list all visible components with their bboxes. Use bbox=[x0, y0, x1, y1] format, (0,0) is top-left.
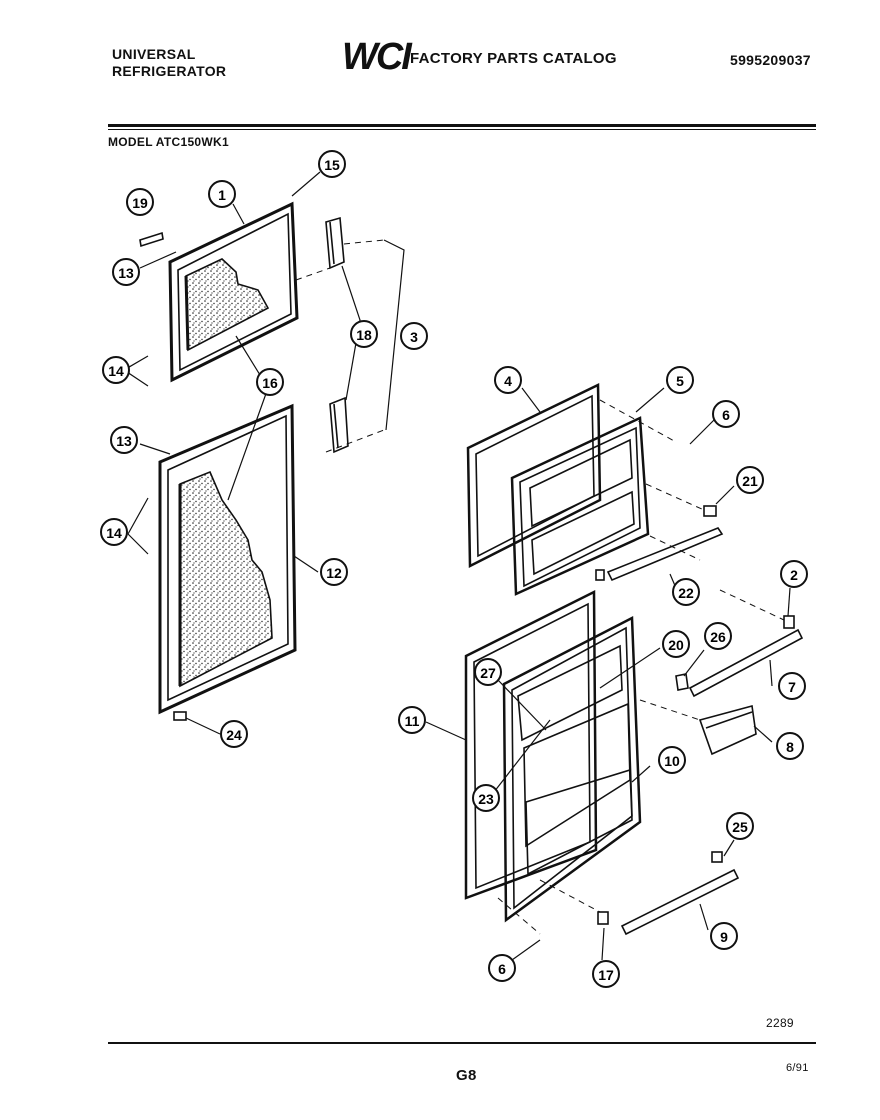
callout-circle-13 bbox=[110, 426, 138, 454]
callout-circle-23 bbox=[472, 784, 500, 812]
callout-label-27: 27 bbox=[480, 665, 496, 681]
callout-label-9: 9 bbox=[720, 929, 728, 945]
callout-label-12: 12 bbox=[326, 565, 342, 581]
catalog-date: 6/91 bbox=[786, 1062, 809, 1074]
callout-label-16: 16 bbox=[262, 375, 278, 391]
callout-label-14: 14 bbox=[106, 525, 122, 541]
callout-label-15: 15 bbox=[324, 157, 340, 173]
callout-label-17: 17 bbox=[598, 967, 614, 983]
callout-circle-8 bbox=[776, 732, 804, 760]
callout-circle-14 bbox=[100, 518, 128, 546]
part-18-lower-hinge bbox=[329, 396, 349, 454]
callout-circle-10 bbox=[658, 746, 686, 774]
callout-label-13: 13 bbox=[118, 265, 134, 281]
callout-label-6: 6 bbox=[722, 407, 730, 423]
callout-label-18: 18 bbox=[356, 327, 372, 343]
callout-circle-24 bbox=[220, 720, 248, 748]
callout-label-19: 19 bbox=[132, 195, 148, 211]
callout-circle-22 bbox=[672, 578, 700, 606]
callout-circle-6 bbox=[712, 400, 740, 428]
callout-label-25: 25 bbox=[732, 819, 748, 835]
diagram-number: 2289 bbox=[766, 1016, 794, 1030]
callout-circle-13 bbox=[112, 258, 140, 286]
brand-line-1: UNIVERSAL bbox=[112, 46, 196, 62]
callout-circle-26 bbox=[704, 622, 732, 650]
page-number: G8 bbox=[456, 1067, 477, 1084]
part-10-door-liner bbox=[502, 615, 642, 923]
callout-label-21: 21 bbox=[742, 473, 758, 489]
callout-circle-11 bbox=[398, 706, 426, 734]
callout-circle-14 bbox=[102, 356, 130, 384]
part-9-rail bbox=[597, 851, 740, 936]
callout-circle-2 bbox=[780, 560, 808, 588]
callout-circle-4 bbox=[494, 366, 522, 394]
part-number: 5995209037 bbox=[730, 52, 811, 68]
part-5-door-liner bbox=[510, 416, 650, 596]
callout-label-20: 20 bbox=[668, 637, 684, 653]
footer-rule bbox=[108, 1042, 816, 1044]
callout-label-4: 4 bbox=[504, 373, 512, 389]
callout-circle-1 bbox=[208, 180, 236, 208]
brand-line-2: REFRIGERATOR bbox=[112, 63, 227, 79]
callout-circle-7 bbox=[778, 672, 806, 700]
callout-label-24: 24 bbox=[226, 727, 242, 743]
part-24-hinge-pin bbox=[173, 711, 187, 721]
callout-label-23: 23 bbox=[478, 791, 494, 807]
callout-circle-20 bbox=[662, 630, 690, 658]
callout-label-22: 22 bbox=[678, 585, 694, 601]
callout-label-7: 7 bbox=[788, 679, 796, 695]
callout-circle-9 bbox=[710, 922, 738, 950]
callout-label-1: 1 bbox=[218, 187, 226, 203]
part-7-rail bbox=[675, 615, 804, 698]
callout-label-6: 6 bbox=[498, 961, 506, 977]
callout-circle-18 bbox=[350, 320, 378, 348]
callout-label-26: 26 bbox=[710, 629, 726, 645]
freezer-door-panel bbox=[168, 201, 299, 383]
callout-circle-17 bbox=[592, 960, 620, 988]
brand-name: UNIVERSAL REFRIGERATOR bbox=[112, 46, 226, 80]
callout-label-13: 13 bbox=[116, 433, 132, 449]
callout-label-5: 5 bbox=[676, 373, 684, 389]
model-label: MODEL ATC150WK1 bbox=[108, 135, 229, 149]
callout-label-10: 10 bbox=[664, 753, 680, 769]
callout-label-8: 8 bbox=[786, 739, 794, 755]
part-8-handle bbox=[698, 704, 757, 756]
callout-circle-21 bbox=[736, 466, 764, 494]
wci-logo: WCI bbox=[342, 36, 412, 78]
part-19-bar bbox=[139, 231, 164, 248]
part-21-clip bbox=[703, 505, 717, 517]
callout-circle-12 bbox=[320, 558, 348, 586]
callout-label-14: 14 bbox=[108, 363, 124, 379]
callout-circle-5 bbox=[666, 366, 694, 394]
part-22-shelf-rail bbox=[595, 527, 724, 582]
catalog-title: FACTORY PARTS CATALOG bbox=[410, 50, 617, 67]
callout-label-2: 2 bbox=[790, 567, 798, 583]
callout-circle-6 bbox=[488, 954, 516, 982]
callout-circle-3 bbox=[400, 322, 428, 350]
callout-circle-16 bbox=[256, 368, 284, 396]
callout-circle-27 bbox=[474, 658, 502, 686]
callout-circle-19 bbox=[126, 188, 154, 216]
header-rule-thin bbox=[108, 129, 816, 130]
callout-circle-15 bbox=[318, 150, 346, 178]
part-18-upper-hinge bbox=[325, 216, 345, 270]
callout-circle-25 bbox=[726, 812, 754, 840]
header-rule bbox=[108, 124, 816, 127]
callout-label-11: 11 bbox=[405, 713, 420, 729]
callout-label-3: 3 bbox=[410, 329, 418, 345]
fresh-food-door-panel bbox=[158, 403, 297, 715]
